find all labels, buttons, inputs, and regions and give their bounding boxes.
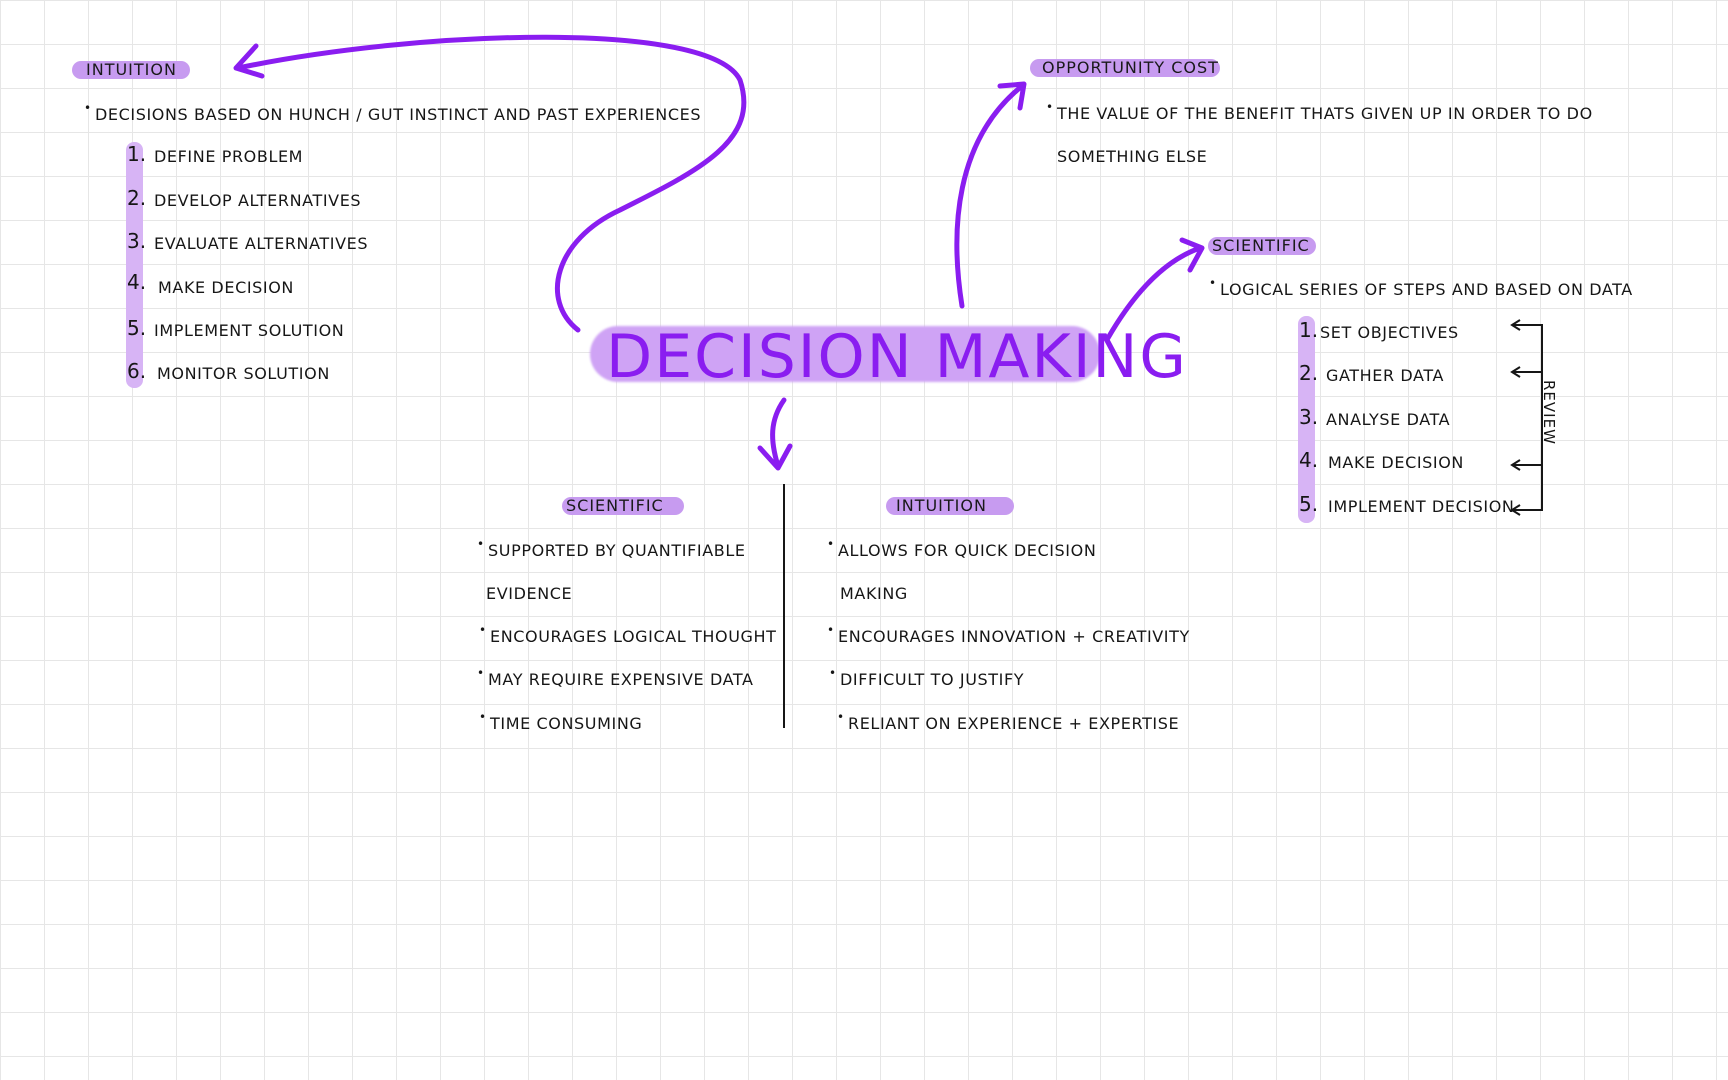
scientific-heading: SCIENTIFIC bbox=[1212, 236, 1310, 255]
opportunity-cost-definition-line2: SOMETHING ELSE bbox=[1057, 147, 1208, 166]
intuition-step-label: MAKE DECISION bbox=[158, 278, 294, 297]
arrow-to-intuition bbox=[235, 34, 747, 333]
intuition-step-number: 5. bbox=[127, 316, 147, 340]
scientific-step-number: 2. bbox=[1299, 361, 1319, 385]
arrowhead-opportunity-cost bbox=[997, 81, 1027, 111]
intuition-step-number: 1. bbox=[127, 142, 147, 166]
arrowhead-scientific bbox=[1179, 237, 1205, 273]
scientific-definition: LOGICAL SERIES OF STEPS AND BASED ON DAT… bbox=[1209, 276, 1633, 299]
arrow-to-scientific bbox=[1105, 245, 1203, 341]
comparison-intuition-point: DIFFICULT TO JUSTIFY bbox=[829, 666, 1024, 689]
opportunity-cost-heading-highlight bbox=[1030, 59, 1220, 77]
comparison-scientific-point: ENCOURAGES LOGICAL THOUGHT bbox=[479, 623, 777, 646]
comparison-scientific-point: SUPPORTED BY QUANTIFIABLE bbox=[477, 537, 746, 560]
intuition-step-label: MONITOR SOLUTION bbox=[157, 364, 330, 383]
intuition-steps-bar bbox=[126, 142, 143, 388]
scientific-step-number: 3. bbox=[1299, 405, 1319, 429]
review-loop-bracket bbox=[1512, 324, 1543, 511]
comparison-intuition-heading: INTUITION bbox=[896, 496, 987, 515]
comparison-scientific-point: TIME CONSUMING bbox=[479, 710, 642, 733]
comparison-intuition-point: MAKING bbox=[840, 584, 908, 603]
comparison-intuition-point: ALLOWS FOR QUICK DECISION bbox=[827, 537, 1096, 560]
intuition-step-label: DEVELOP ALTERNATIVES bbox=[154, 191, 362, 210]
intuition-step-number: 6. bbox=[127, 359, 147, 383]
opportunity-cost-heading: OPPORTUNITY COST bbox=[1042, 58, 1219, 77]
intuition-definition: DECISIONS BASED ON HUNCH / GUT INSTINCT … bbox=[84, 101, 701, 124]
scientific-step-number: 5. bbox=[1299, 492, 1319, 516]
arrow-to-opportunity-cost bbox=[954, 83, 1025, 309]
scientific-step-number: 1. bbox=[1299, 318, 1319, 342]
scientific-step-number: 4. bbox=[1299, 448, 1319, 472]
comparison-scientific-heading: SCIENTIFIC bbox=[566, 496, 664, 515]
scientific-step-label: GATHER DATA bbox=[1326, 366, 1445, 385]
comparison-scientific-heading-highlight bbox=[562, 497, 684, 515]
scientific-step-label: IMPLEMENT DECISION bbox=[1328, 497, 1515, 516]
opportunity-cost-definition-line1: THE VALUE OF THE BENEFIT THATS GIVEN UP … bbox=[1046, 100, 1593, 123]
scientific-step-label: SET OBJECTIVES bbox=[1320, 323, 1459, 342]
intuition-step-label: DEFINE PROBLEM bbox=[154, 147, 304, 166]
intuition-heading-highlight bbox=[72, 61, 190, 79]
intuition-step-label: IMPLEMENT SOLUTION bbox=[154, 321, 345, 340]
arrowhead-intuition bbox=[233, 43, 265, 79]
scientific-heading-highlight bbox=[1208, 237, 1316, 255]
arrow-down bbox=[770, 397, 787, 469]
scientific-step-label: MAKE DECISION bbox=[1328, 453, 1464, 472]
comparison-intuition-heading-highlight bbox=[886, 497, 1014, 515]
arrowhead-down bbox=[757, 443, 793, 471]
intuition-step-number: 4. bbox=[127, 270, 147, 294]
intuition-step-number: 3. bbox=[127, 229, 147, 253]
scientific-step-label: ANALYSE DATA bbox=[1326, 410, 1451, 429]
scientific-steps-bar bbox=[1298, 316, 1315, 523]
review-loop-label: REVIEW bbox=[1540, 380, 1558, 445]
page-title: DECISION MAKING bbox=[606, 322, 1188, 392]
comparison-intuition-point: ENCOURAGES INNOVATION + CREATIVITY bbox=[827, 623, 1190, 646]
comparison-scientific-point: EVIDENCE bbox=[486, 584, 573, 603]
comparison-scientific-point: MAY REQUIRE EXPENSIVE DATA bbox=[477, 666, 754, 689]
intuition-step-number: 2. bbox=[127, 186, 147, 210]
title-highlight bbox=[590, 326, 1100, 382]
comparison-intuition-point: RELIANT ON EXPERIENCE + EXPERTISE bbox=[837, 710, 1179, 733]
intuition-heading: INTUITION bbox=[86, 60, 177, 79]
intuition-step-label: EVALUATE ALTERNATIVES bbox=[154, 234, 369, 253]
